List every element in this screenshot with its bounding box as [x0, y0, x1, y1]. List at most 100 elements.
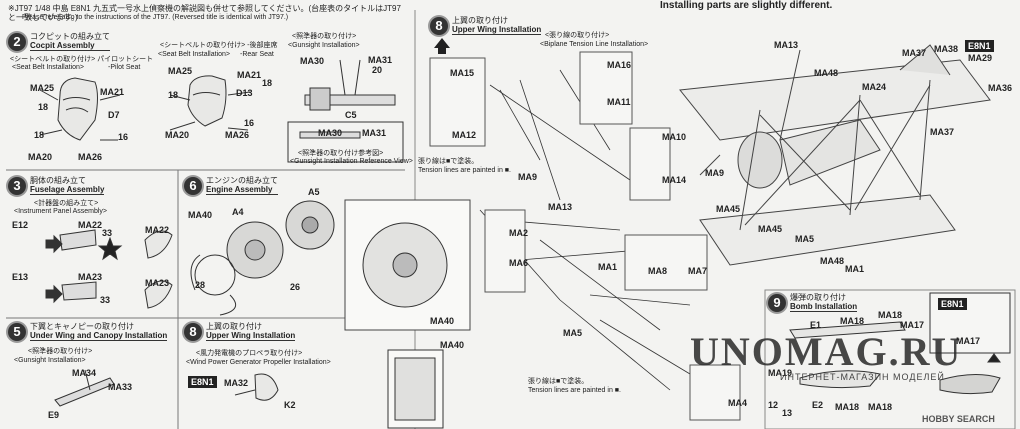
- sub-propeller-en: <Wind Power Generator Propeller Installa…: [186, 359, 331, 366]
- sub-seatbelt-rear-en: <Seat Belt Installation>: [158, 51, 230, 58]
- section-title-jp: エンジンの組み立て: [206, 176, 278, 185]
- part-label: MA18: [835, 402, 860, 412]
- part-label: MA20: [165, 130, 190, 140]
- part-label: MA32: [224, 378, 249, 388]
- part-label: MA30: [300, 56, 325, 66]
- sub-gunsight-jp: <照準器の取り付け>: [292, 33, 357, 40]
- wind-propeller-drawing: [234, 373, 279, 401]
- part-label: MA37: [930, 127, 955, 137]
- part-label: MA7: [688, 266, 708, 276]
- part-label: MA18: [878, 310, 903, 320]
- part-label: MA17: [956, 336, 981, 346]
- biplane-drawing: [679, 44, 991, 266]
- part-label: MA16: [607, 60, 632, 70]
- tension-note-jp: 張り線は■で塗装。: [418, 158, 479, 165]
- part-label: MA8: [648, 266, 668, 276]
- tension-note-en-2: Tension lines are painted in ■.: [528, 387, 621, 394]
- part-label: MA4: [728, 398, 748, 408]
- part-label: MA12: [452, 130, 477, 140]
- part-label: MA31: [362, 128, 387, 138]
- part-label: C5: [345, 110, 357, 120]
- engine-drawing: [190, 199, 471, 429]
- part-label: K2: [284, 400, 296, 410]
- part-label: MA48: [820, 256, 845, 266]
- watermark-corner: HOBBY SEARCH: [922, 414, 995, 424]
- section-title-en: Under Wing and Canopy Installation: [30, 331, 168, 341]
- part-label: MA13: [548, 202, 573, 212]
- tension-note-jp-2: 張り線は■で塗装。: [528, 378, 589, 385]
- number-tag: 12: [768, 400, 779, 410]
- number-tag: 20: [372, 65, 383, 75]
- number-tag: 16: [118, 132, 129, 142]
- section-title-en: Cocpit Assembly: [30, 41, 110, 51]
- instrument-panel-drawing: [45, 229, 173, 309]
- sub-gunsight-en: <Gunsight Installation>: [288, 42, 360, 49]
- part-label: MA9: [518, 172, 538, 182]
- part-label: MA24: [862, 82, 887, 92]
- part-label: MA11: [607, 97, 631, 107]
- e8n1-badge: E8N1: [965, 40, 994, 52]
- part-label: A5: [308, 187, 320, 197]
- part-label: MA15: [450, 68, 475, 78]
- step-number: 2: [8, 32, 26, 51]
- watermark-text: UNOMAG.RU: [690, 329, 963, 374]
- part-label: MA25: [30, 83, 55, 93]
- part-label: MA18: [840, 316, 865, 326]
- part-label: A4: [232, 207, 244, 217]
- section-title-en: Engine Assembly: [206, 185, 278, 195]
- sub-tension-jp: <張り線の取り付け>: [545, 32, 610, 39]
- part-label: E2: [812, 400, 824, 410]
- part-label: MA38: [934, 44, 959, 54]
- part-label: MA21: [100, 87, 125, 97]
- part-label: MA40: [440, 340, 465, 350]
- e8n1-badge: E8N1: [188, 376, 217, 388]
- header-note-jp: ※JT97 1/48 中島 E8N1 九五式一号水上偵察機の解説図も併せて参照し…: [8, 4, 401, 22]
- sub-tension-en: <Biplane Tension Line Installation>: [540, 41, 649, 48]
- part-label: MA5: [795, 234, 815, 244]
- pilot-seat-drawing: [39, 77, 121, 141]
- sub-gunsight-jp: <照準器の取り付け>: [28, 348, 93, 355]
- e8n1-badge: E8N1: [938, 298, 967, 310]
- part-label: MA34: [72, 368, 97, 378]
- part-label: MA6: [509, 258, 529, 268]
- number-tag: 33: [102, 228, 113, 238]
- part-label: E1: [810, 320, 822, 330]
- section-title-jp: 胴体の組み立て: [30, 176, 86, 185]
- wire-part-boxes: [429, 51, 741, 421]
- part-label: MA13: [774, 40, 799, 50]
- step-number: 5: [8, 322, 26, 341]
- part-label: MA2: [509, 228, 529, 238]
- part-label: MA45: [758, 224, 783, 234]
- section-title-en: Upper Wing Installation: [452, 25, 542, 35]
- sub-seatbelt-pilot-jp: <シートベルトの取り付け> パイロットシート: [10, 56, 154, 63]
- part-label: MA31: [368, 55, 393, 65]
- watermark-subtext: ИНТЕРНЕТ-МАГАЗИН МОДЕЛЕЙ: [780, 372, 945, 382]
- part-label: MA20: [28, 152, 53, 162]
- part-label: MA5: [563, 328, 583, 338]
- part-label: MA33: [108, 382, 133, 392]
- underwing-gunsight-drawing: [54, 369, 115, 407]
- header-top-right: Installing parts are slightly different.: [660, 0, 833, 11]
- part-label: MA45: [716, 204, 741, 214]
- part-label: MA9: [705, 168, 725, 178]
- tension-note-en: Tension lines are painted in ■.: [418, 167, 511, 174]
- part-label: MA22: [78, 220, 103, 230]
- step-number: 8: [430, 16, 448, 35]
- section-8b-header: 8 上翼の取り付け Upper Wing Installation: [430, 16, 542, 35]
- gunsight-drawing: [287, 59, 404, 163]
- sub-seatbelt-rear-jp: <シートベルトの取り付け> -後部座席: [160, 42, 278, 49]
- part-label: MA36: [988, 83, 1013, 93]
- part-label: MA29: [968, 53, 993, 63]
- step-number: 6: [184, 176, 202, 195]
- section-title-en: Bomb Installation: [790, 302, 858, 312]
- part-label: MA19: [768, 368, 793, 378]
- part-label: MA23: [78, 272, 103, 282]
- part-label: MA23: [145, 278, 170, 288]
- part-label: MA40: [430, 316, 455, 326]
- ref-view-en: <Gunsight Installation Reference View>: [290, 158, 413, 165]
- section-title-jp: コクピットの組み立て: [30, 32, 110, 41]
- part-label: MA25: [168, 66, 193, 76]
- section-title-jp: 上翼の取り付け: [206, 322, 262, 331]
- part-label: E9: [48, 410, 60, 420]
